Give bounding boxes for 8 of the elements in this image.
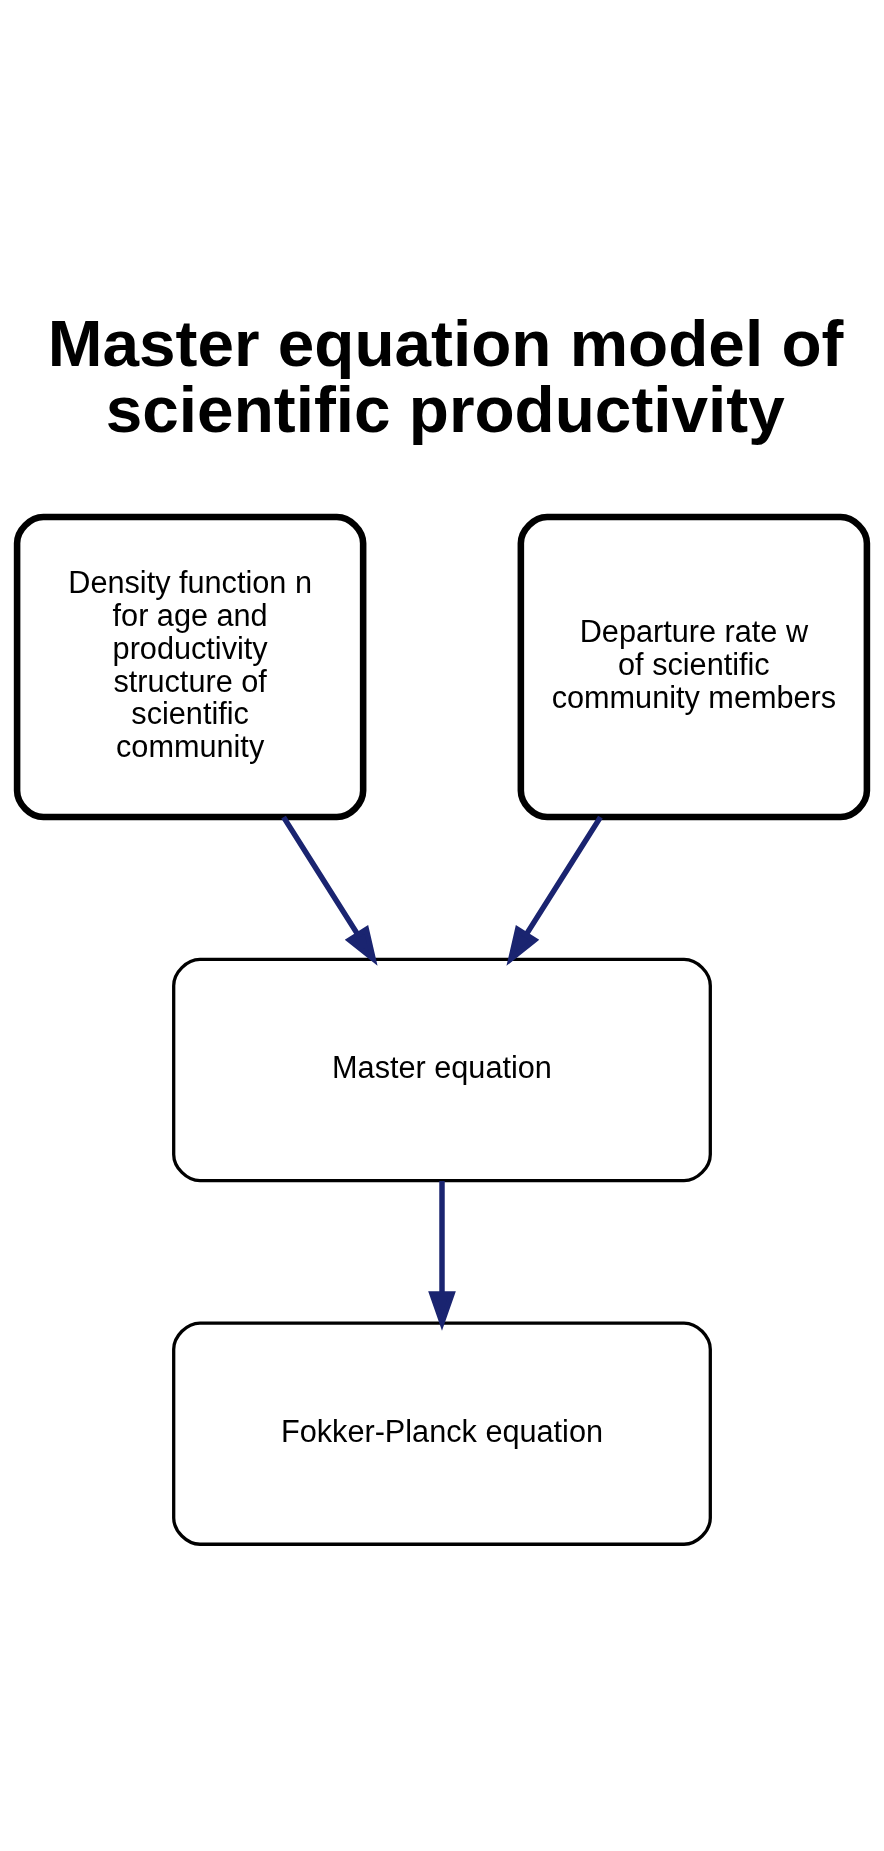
arrow: [281, 815, 378, 966]
node-box: Fokker-Planck equation: [172, 1321, 712, 1546]
node-box: Master equation: [172, 957, 712, 1183]
arrow: [428, 1181, 456, 1331]
node-box: Density function n for age and productivity structure of scientific community: [13, 513, 367, 821]
node-box: Departure rate w of scientific community members: [517, 513, 871, 821]
diagram-title: Master equation model of scientific productivity: [47, 306, 844, 446]
arrow: [506, 815, 603, 966]
